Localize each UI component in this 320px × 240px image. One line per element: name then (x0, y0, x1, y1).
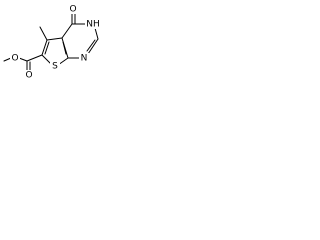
bond-c6-c5-inner (44, 41, 50, 55)
atom-ketone-oxygen: O (69, 5, 76, 15)
chemical-structure-diagram: O O S N NH O (3, 4, 101, 81)
bond-c2-n1 (87, 38, 99, 55)
bond-n3-c2 (94, 27, 99, 40)
bond-c6-c5 (41, 39, 48, 56)
bond-o-carbonyl-c (18, 57, 28, 62)
bond-c7a-c4a-inner (62, 41, 67, 55)
atom-ester-oxygen: O (11, 54, 18, 64)
atom-ester-carbonyl-oxygen: O (25, 71, 32, 81)
atom-label-layer: O O S N NH O (10, 4, 101, 81)
bond-carbonyl-c6 (26, 54, 43, 62)
bond-c2-n1-inner (86, 39, 96, 52)
bond-methyl-o (3, 57, 12, 62)
atom-ring-nh: NH (86, 20, 100, 30)
atom-ring-nitrogen: N (81, 54, 88, 64)
bond-c5-methyl (39, 26, 48, 41)
structure-canvas: O O S N NH O (0, 0, 120, 100)
bond-c4a-c4 (61, 23, 73, 39)
bond-layer (3, 12, 99, 72)
bond-c5-c4a (46, 37, 63, 41)
atom-thiophene-sulfur: S (52, 62, 58, 72)
